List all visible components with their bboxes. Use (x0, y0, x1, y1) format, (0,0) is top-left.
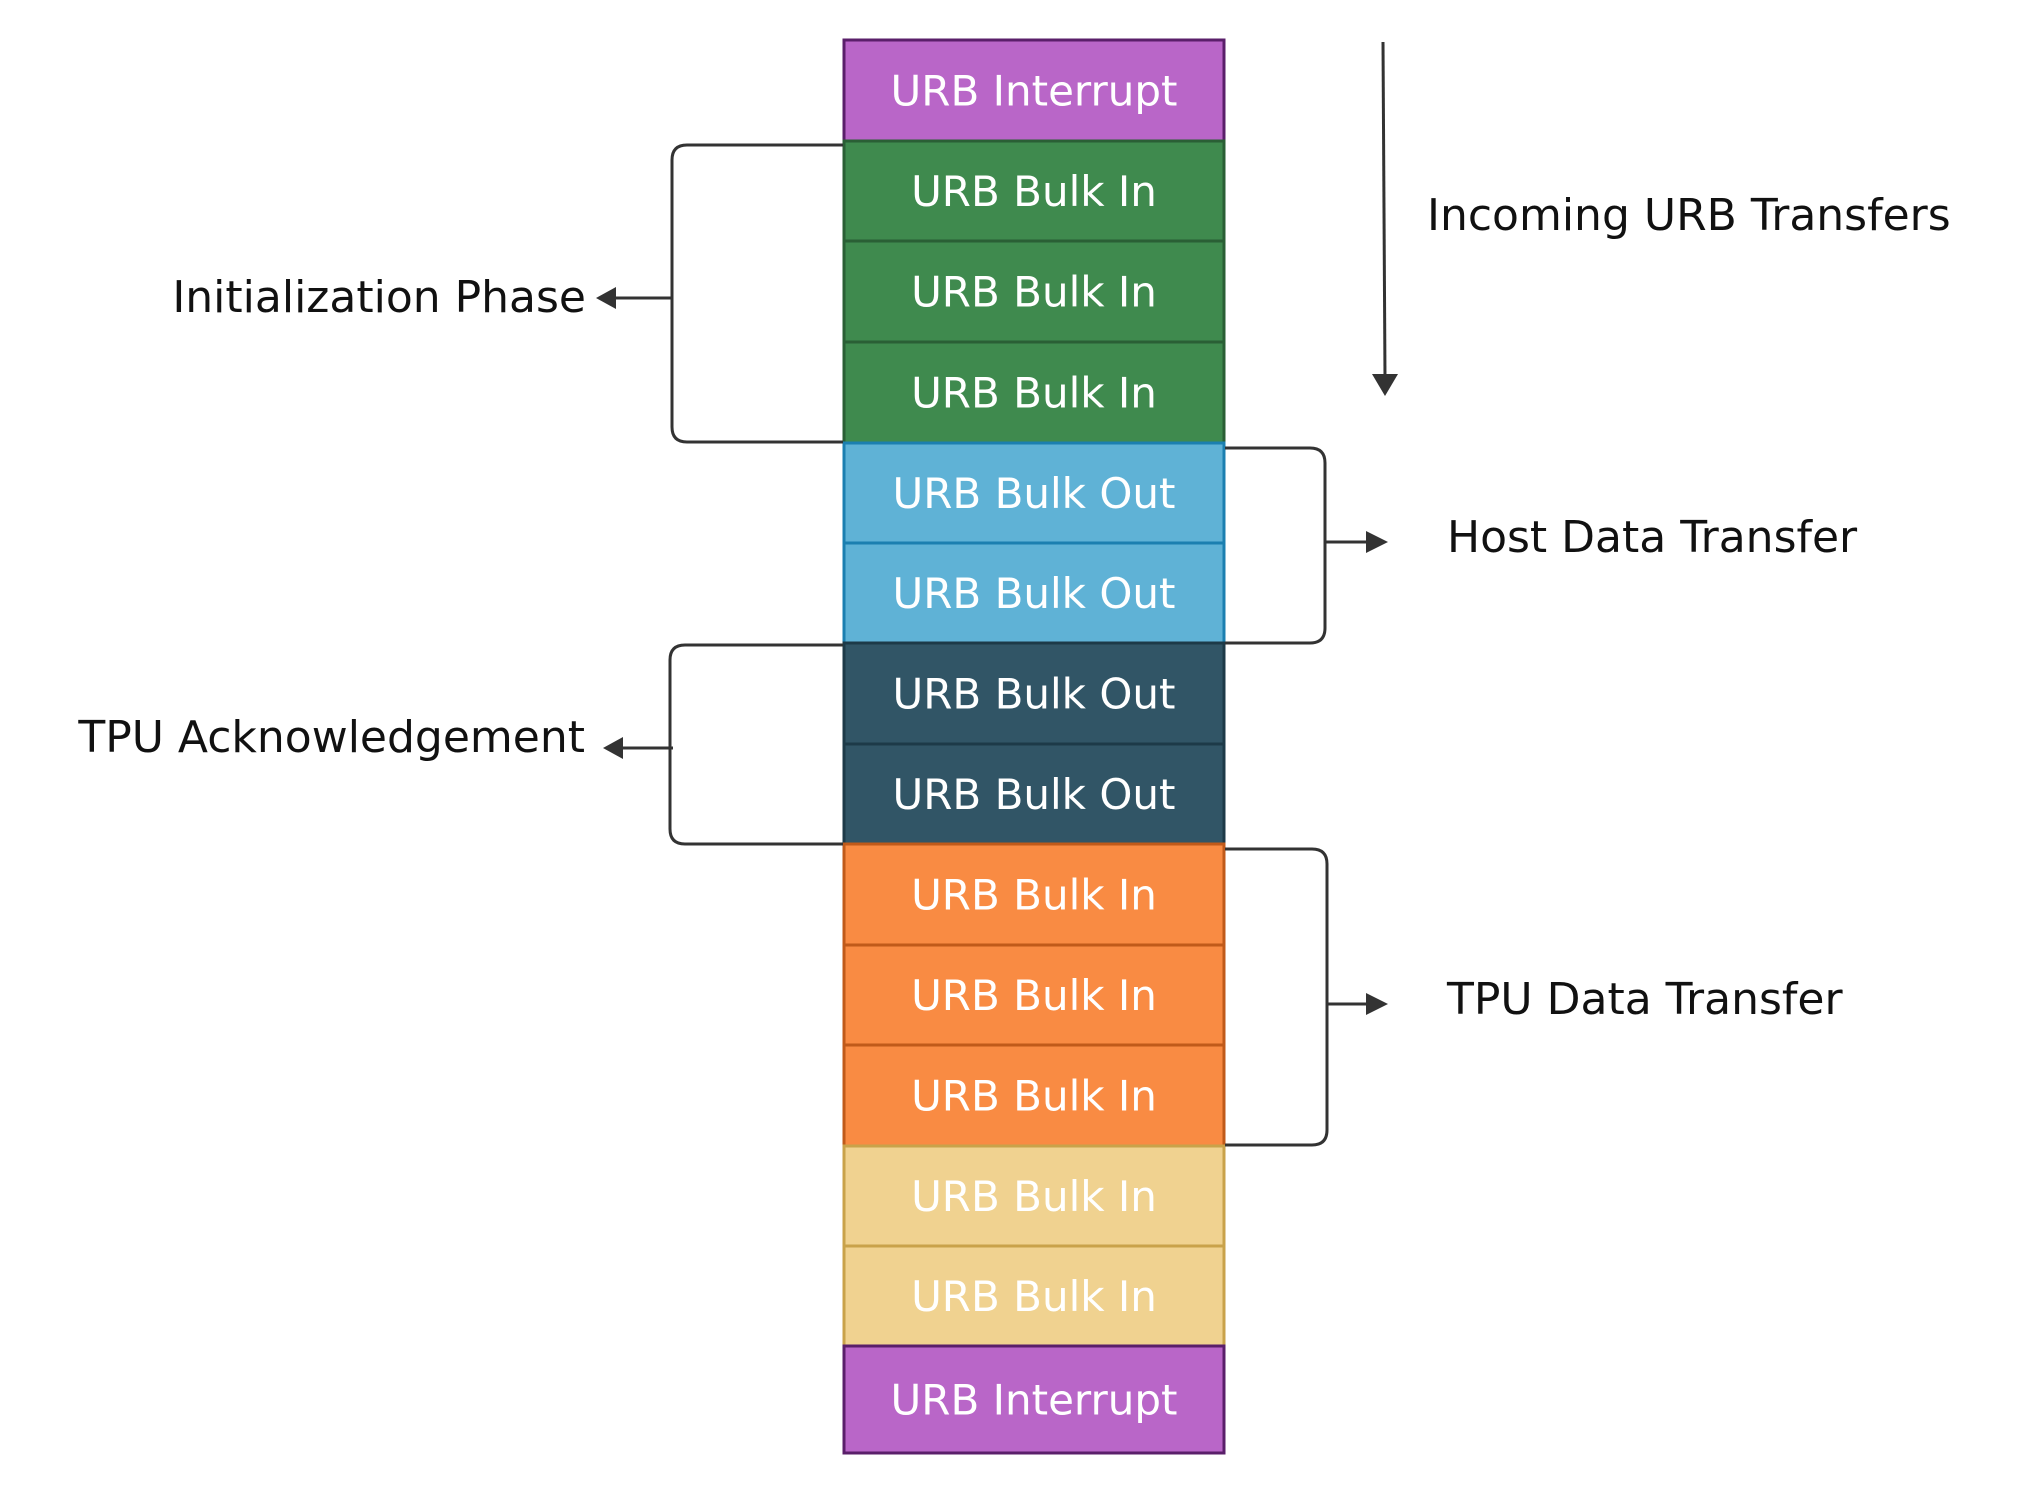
urb-block-label: URB Bulk In (911, 1272, 1157, 1321)
host-data-transfer-label: Host Data Transfer (1447, 512, 1858, 563)
urb-block-label: URB Bulk In (911, 1072, 1157, 1121)
urb-block-label: URB Bulk In (911, 167, 1157, 216)
urb-block (842, 943, 1226, 1047)
incoming-transfers-arrow (1372, 41, 1398, 396)
initialization-phase-label: Initialization Phase (172, 272, 586, 323)
urb-block-label: URB Interrupt (891, 67, 1178, 116)
urb-block-label: URB Bulk In (911, 871, 1157, 920)
urb-block-label: URB Bulk Out (892, 469, 1175, 518)
urb-block-label: URB Bulk In (911, 1172, 1157, 1221)
urb-block (842, 139, 1226, 243)
urb-block-label: URB Interrupt (891, 1376, 1178, 1425)
urb-block (842, 1043, 1226, 1148)
tpu-acknowledgement-label: TPU Acknowledgement (77, 712, 585, 763)
incoming-transfers-label: Incoming URB Transfers (1427, 190, 1951, 241)
urb-block (842, 742, 1226, 846)
urb-block-label: URB Bulk Out (892, 770, 1175, 819)
urb-block (842, 239, 1226, 344)
tpu-acknowledgement-bracket (603, 643, 843, 846)
urb-block-label: URB Bulk In (911, 268, 1157, 317)
urb-block (842, 541, 1226, 645)
urb-block (842, 340, 1226, 445)
urb-block (842, 1144, 1226, 1248)
urb-block-label: URB Bulk Out (892, 569, 1175, 618)
tpu-data-transfer-label: TPU Data Transfer (1446, 974, 1843, 1025)
urb-block-label: URB Bulk Out (892, 670, 1175, 719)
urb-block-label: URB Bulk In (911, 369, 1157, 418)
urb-block (842, 38, 1226, 143)
tpu-data-transfer-bracket (1225, 847, 1388, 1147)
urb-block-label: URB Bulk In (911, 971, 1157, 1020)
host-data-transfer-bracket (1225, 446, 1388, 645)
initialization-phase-bracket (596, 143, 843, 444)
urb-block (842, 1344, 1226, 1455)
